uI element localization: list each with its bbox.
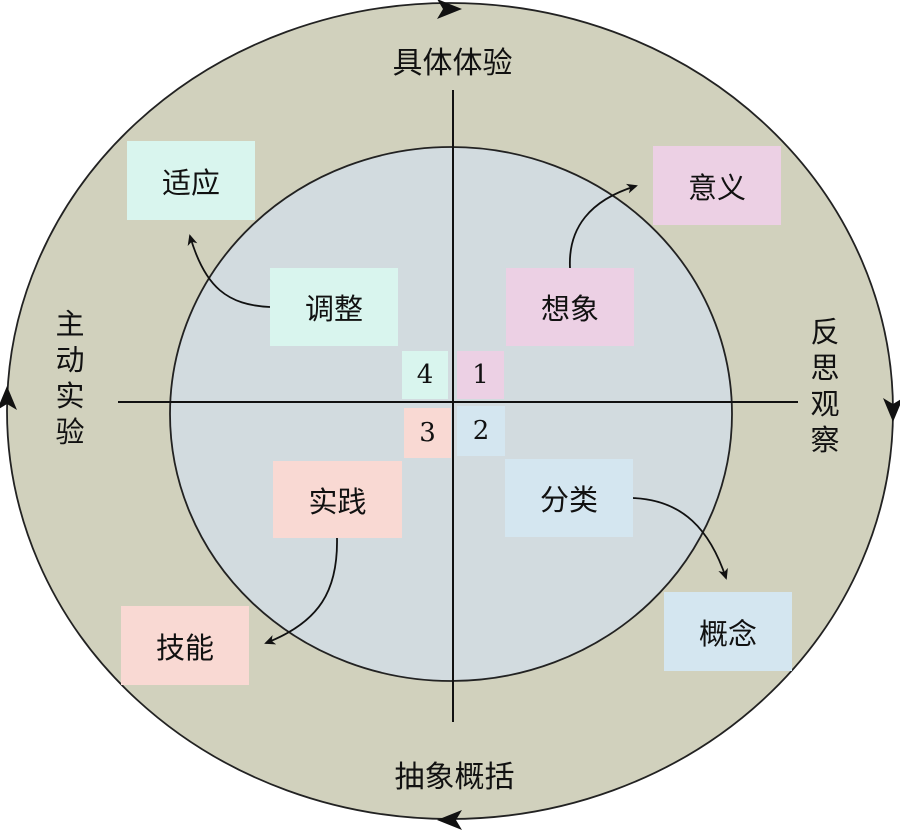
box-xiangxiang: 想象 xyxy=(506,268,634,346)
cycle-arrow-left xyxy=(0,386,17,410)
quadrant-number-1: 1 xyxy=(457,351,504,399)
axis-label-left: 主 动 实 验 xyxy=(55,307,85,449)
cycle-arrow-bottom xyxy=(437,810,462,830)
arrow-shijian-to-jineng xyxy=(264,537,338,645)
axis-label-bottom: 抽象概括 xyxy=(394,760,515,795)
box-fenlei: 分类 xyxy=(505,459,633,537)
box-jineng: 技能 xyxy=(121,606,249,685)
axis-label-top: 具体体验 xyxy=(392,46,513,81)
quadrant-number-3: 3 xyxy=(404,408,451,458)
inner-circle xyxy=(169,146,733,682)
axis-label-right: 反 思 观 察 xyxy=(810,315,840,457)
arrow-tiaozheng-to-shiying xyxy=(187,234,271,308)
cycle-arrow-right xyxy=(883,398,900,422)
arrow-fenlei-to-gainian xyxy=(632,497,728,580)
box-shijian: 实践 xyxy=(273,461,402,538)
box-yiyi: 意义 xyxy=(653,146,781,225)
quadrant-number-2: 2 xyxy=(457,406,505,456)
box-gainian: 概念 xyxy=(664,592,792,671)
quadrant-number-4: 4 xyxy=(402,351,448,399)
arrow-xiangxiang-to-yiyi xyxy=(569,183,638,269)
box-tiaozheng: 调整 xyxy=(270,268,398,346)
box-shiying: 适应 xyxy=(127,141,255,220)
cycle-arrow-top xyxy=(437,0,462,19)
